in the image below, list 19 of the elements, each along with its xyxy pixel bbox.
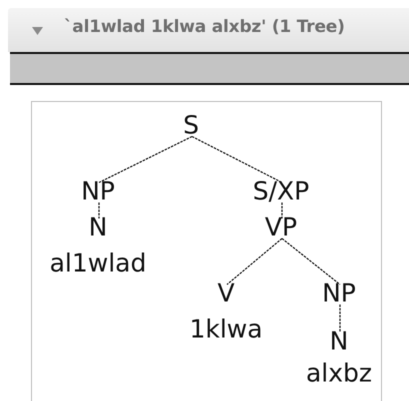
category-label: NP: [322, 280, 356, 306]
tree-branch: [98, 136, 192, 184]
tree-branch: [226, 238, 282, 285]
category-label: NP: [81, 178, 115, 204]
word-label: 1klwa: [189, 316, 263, 342]
tree-branch: [339, 304, 341, 332]
category-label: S/XP: [252, 178, 310, 204]
word-label: al1wlad: [50, 250, 146, 276]
category-label: V: [217, 280, 235, 306]
category-label: N: [88, 214, 108, 240]
tree-branch: [192, 136, 282, 184]
category-label: VP: [264, 214, 298, 240]
tree-branch: [281, 202, 283, 218]
word-label: alxbz: [306, 360, 372, 386]
tree-branch: [282, 238, 340, 285]
category-label: S: [183, 112, 199, 138]
tree-title: `al1wlad 1klwa alxbz' (1 Tree): [64, 17, 345, 37]
category-label: N: [330, 328, 348, 354]
tree-branch: [98, 202, 100, 218]
